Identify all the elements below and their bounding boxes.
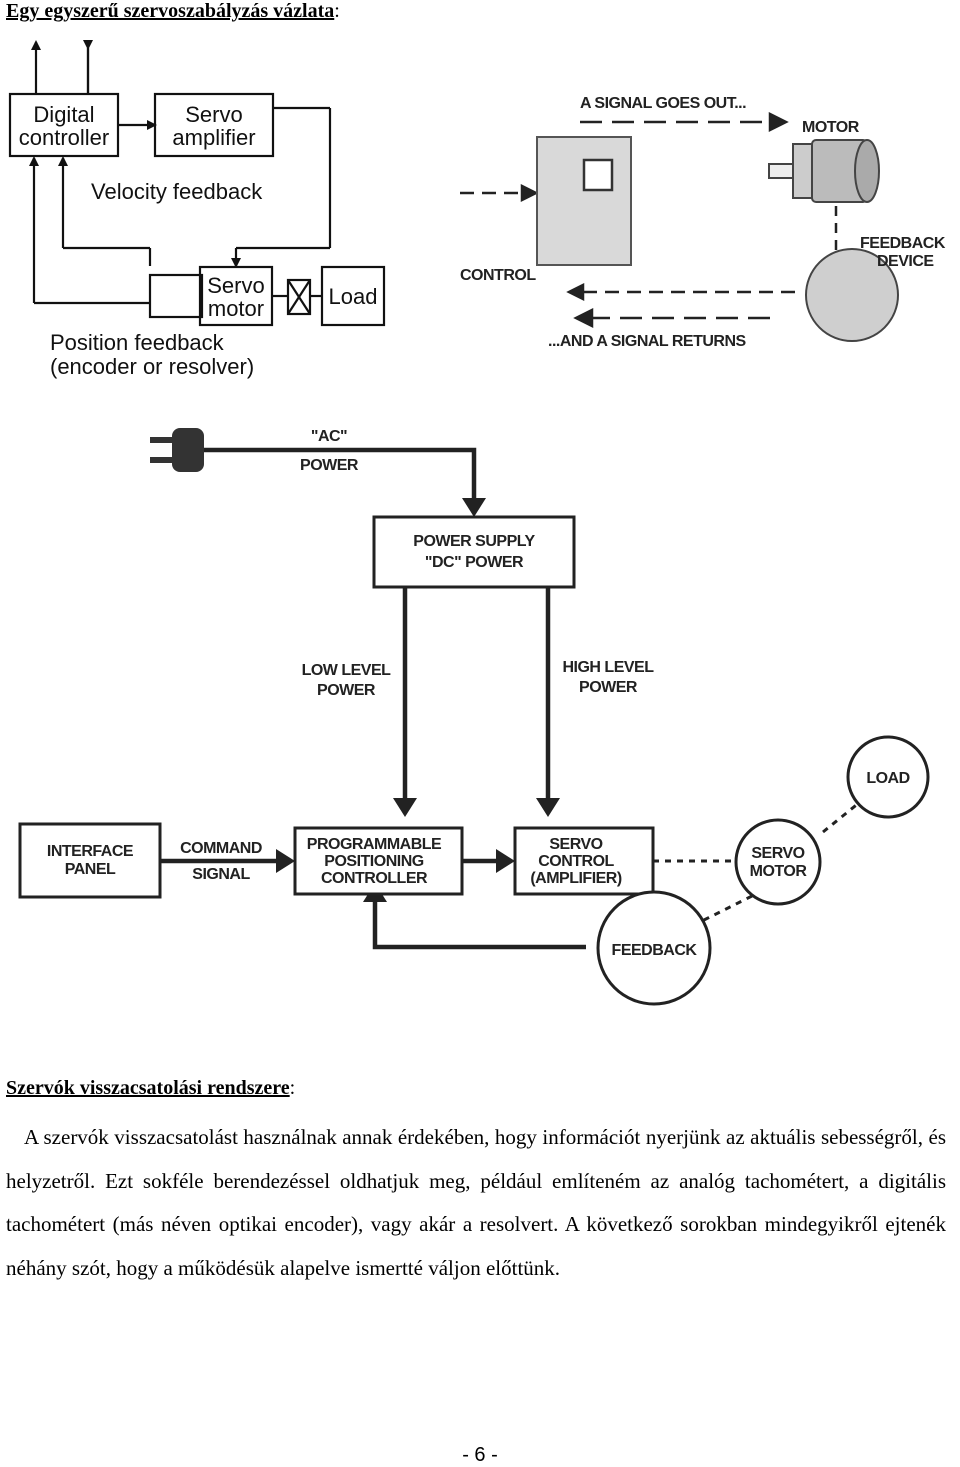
load-label: Load <box>329 284 378 309</box>
feedback-device-icon <box>805 248 899 342</box>
svg-text:(encoder or resolver): (encoder or resolver) <box>50 354 254 379</box>
svg-text:INTERFACE: INTERFACE <box>47 843 134 860</box>
load-label: LOAD <box>866 770 909 787</box>
svg-text:FEEDBACK: FEEDBACK <box>860 235 946 252</box>
ac-power-label: "AC" POWER <box>300 428 359 474</box>
signal-returns-label: ...AND A SIGNAL RETURNS <box>548 333 747 350</box>
svg-text:"DC" POWER: "DC" POWER <box>425 554 524 571</box>
svg-text:DEVICE: DEVICE <box>877 253 934 270</box>
ppc-label: PROGRAMMABLE POSITIONING CONTROLLER <box>307 836 443 887</box>
svg-text:POWER: POWER <box>579 679 638 696</box>
svg-text:POSITIONING: POSITIONING <box>324 853 423 870</box>
motor-icon <box>768 139 880 203</box>
ac-plug-icon <box>150 428 204 472</box>
svg-text:POWER: POWER <box>317 682 376 699</box>
svg-text:SIGNAL: SIGNAL <box>192 866 250 883</box>
svg-text:Servo: Servo <box>185 102 242 127</box>
svg-text:Position feedback: Position feedback <box>50 330 225 355</box>
servo-motor-label: Servo motor <box>207 273 264 321</box>
low-level-power-label: LOW LEVEL POWER <box>302 662 392 699</box>
servo-motor-label: SERVO MOTOR <box>750 845 808 880</box>
body-paragraph-text: A szervók visszacsatolást használnak ann… <box>6 1125 946 1280</box>
svg-text:HIGH LEVEL: HIGH LEVEL <box>562 659 654 676</box>
svg-text:PANEL: PANEL <box>65 861 116 878</box>
svg-text:POWER SUPPLY: POWER SUPPLY <box>413 533 535 550</box>
control-label: CONTROL <box>460 267 536 284</box>
svg-text:POWER: POWER <box>300 457 359 474</box>
servo-motor-circle <box>734 818 822 906</box>
interface-panel-label: INTERFACE PANEL <box>47 843 135 878</box>
svg-text:SERVO: SERVO <box>751 845 804 862</box>
servo-control-label: SERVO CONTROL (AMPLIFIER) <box>530 836 622 887</box>
svg-text:COMMAND: COMMAND <box>180 840 262 857</box>
svg-text:SERVO: SERVO <box>549 836 602 853</box>
power-supply-label: POWER SUPPLY "DC" POWER <box>413 533 536 571</box>
tachometer-box <box>148 273 204 319</box>
svg-text:MOTOR: MOTOR <box>750 863 808 880</box>
svg-text:controller: controller <box>19 125 109 150</box>
section-heading-1-text: Egy egyszerű szervoszabályzás vázlata <box>6 0 335 22</box>
svg-text:CONTROLLER: CONTROLLER <box>321 870 428 887</box>
section-heading-1: Egy egyszerű szervoszabályzás vázlata: <box>6 0 340 22</box>
feedback-device-label: FEEDBACK DEVICE <box>860 235 946 270</box>
svg-text:Servo: Servo <box>207 273 264 298</box>
feedback-circle <box>596 890 712 1006</box>
svg-text:CONTROL: CONTROL <box>538 853 614 870</box>
feedback-label: FEEDBACK <box>612 942 698 959</box>
svg-text:motor: motor <box>208 296 264 321</box>
svg-text:"AC": "AC" <box>311 428 347 445</box>
interface-panel-box <box>18 822 162 899</box>
section-heading-2-text: Szervók visszacsatolási rendszere <box>6 1077 290 1099</box>
svg-text:PROGRAMMABLE: PROGRAMMABLE <box>307 836 442 853</box>
svg-text:(AMPLIFIER): (AMPLIFIER) <box>530 870 622 887</box>
high-level-power-label: HIGH LEVEL POWER <box>562 659 654 696</box>
section-heading-2: Szervók visszacsatolási rendszere: <box>6 1077 296 1099</box>
command-signal-label: COMMAND SIGNAL <box>180 840 262 883</box>
control-display-icon <box>582 158 614 192</box>
motor-label: MOTOR <box>802 119 860 136</box>
servo-control-box <box>513 826 655 896</box>
svg-text:LOW LEVEL: LOW LEVEL <box>302 662 392 679</box>
position-feedback-label: Position feedback (encoder or resolver) <box>50 330 254 379</box>
power-supply-box <box>372 515 576 589</box>
signal-out-label: A SIGNAL GOES OUT... <box>580 95 746 112</box>
control-unit-box <box>536 136 632 266</box>
load-box <box>320 265 386 327</box>
digital-controller-label: Digital controller <box>19 102 109 150</box>
svg-text:Digital: Digital <box>33 102 94 127</box>
body-paragraph: A szervók visszacsatolást használnak ann… <box>6 1116 946 1290</box>
svg-text:amplifier: amplifier <box>172 125 255 150</box>
load-circle <box>846 735 930 819</box>
servo-amplifier-label: Servo amplifier <box>172 102 255 150</box>
velocity-feedback-label: Velocity feedback <box>91 179 263 204</box>
page-number: - 6 - <box>462 1444 498 1466</box>
ppc-box <box>293 826 464 896</box>
